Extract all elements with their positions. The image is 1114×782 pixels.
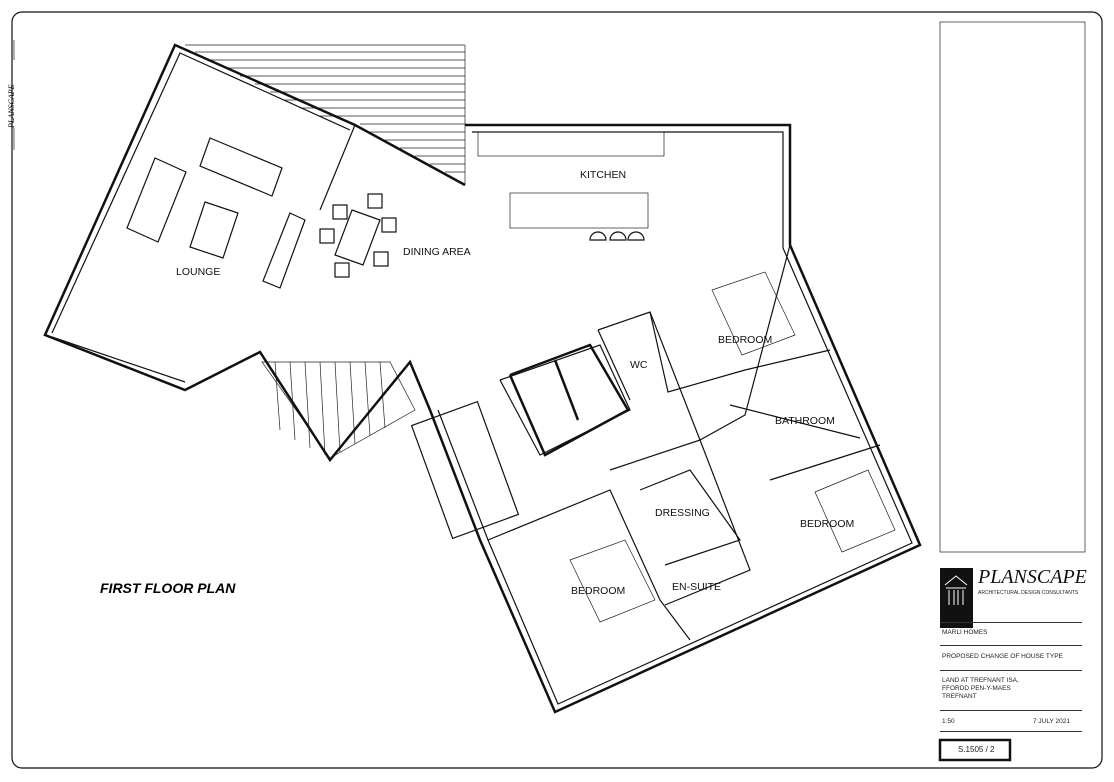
room-label-lounge: LOUNGE [176,266,220,278]
title-block-tagline: ARCHITECTURAL DESIGN CONSULTANTS [978,590,1079,596]
notes-box [939,21,1086,553]
room-label-wc: WC [630,359,648,371]
stairs [508,343,630,457]
logo-mark [940,568,973,628]
roof-hatch-upper [185,44,466,185]
room-label-dining: DINING AREA [403,246,471,258]
bar-stools [589,231,645,241]
drawing-number-value: S.1505 / 2 [958,745,995,754]
sheet-border [11,11,1103,769]
plan-title: FIRST FLOOR PLAN [100,580,236,596]
date-value: 7 JULY 2021 [1033,718,1070,725]
address-line-2: FFORDD PEN-Y-MAES [942,685,1011,692]
dining-table [319,193,397,278]
lounge-furniture [126,124,356,289]
beds [569,271,896,623]
address-line-3: TREFNANT [942,693,977,700]
side-brand: PLANSCAPE [7,84,16,129]
drawing-number-box [938,738,1012,762]
balcony-hatch [261,361,416,459]
room-label-kitchen: KITCHEN [580,169,626,181]
client-value: MARLI HOMES [942,629,988,636]
scale-value: 1:50 [942,718,955,725]
room-label-bedroom-2: BEDROOM [800,518,854,530]
internal-walls [410,244,881,641]
room-label-bathroom: BATHROOM [775,415,835,427]
title-block-brand: PLANSCAPE [978,566,1087,588]
address-line-1: LAND AT TREFNANT ISA, [942,677,1019,684]
external-walls [43,43,922,714]
temple-icon [944,575,968,605]
kitchen-island [509,192,649,229]
description-value: PROPOSED CHANGE OF HOUSE TYPE [942,653,1063,660]
room-label-ensuite: EN-SUITE [672,581,721,593]
room-label-bedroom-3: BEDROOM [571,585,625,597]
kitchen-counter [477,131,665,157]
room-label-bedroom-1: BEDROOM [718,334,772,346]
room-label-dressing: DRESSING [655,507,710,519]
